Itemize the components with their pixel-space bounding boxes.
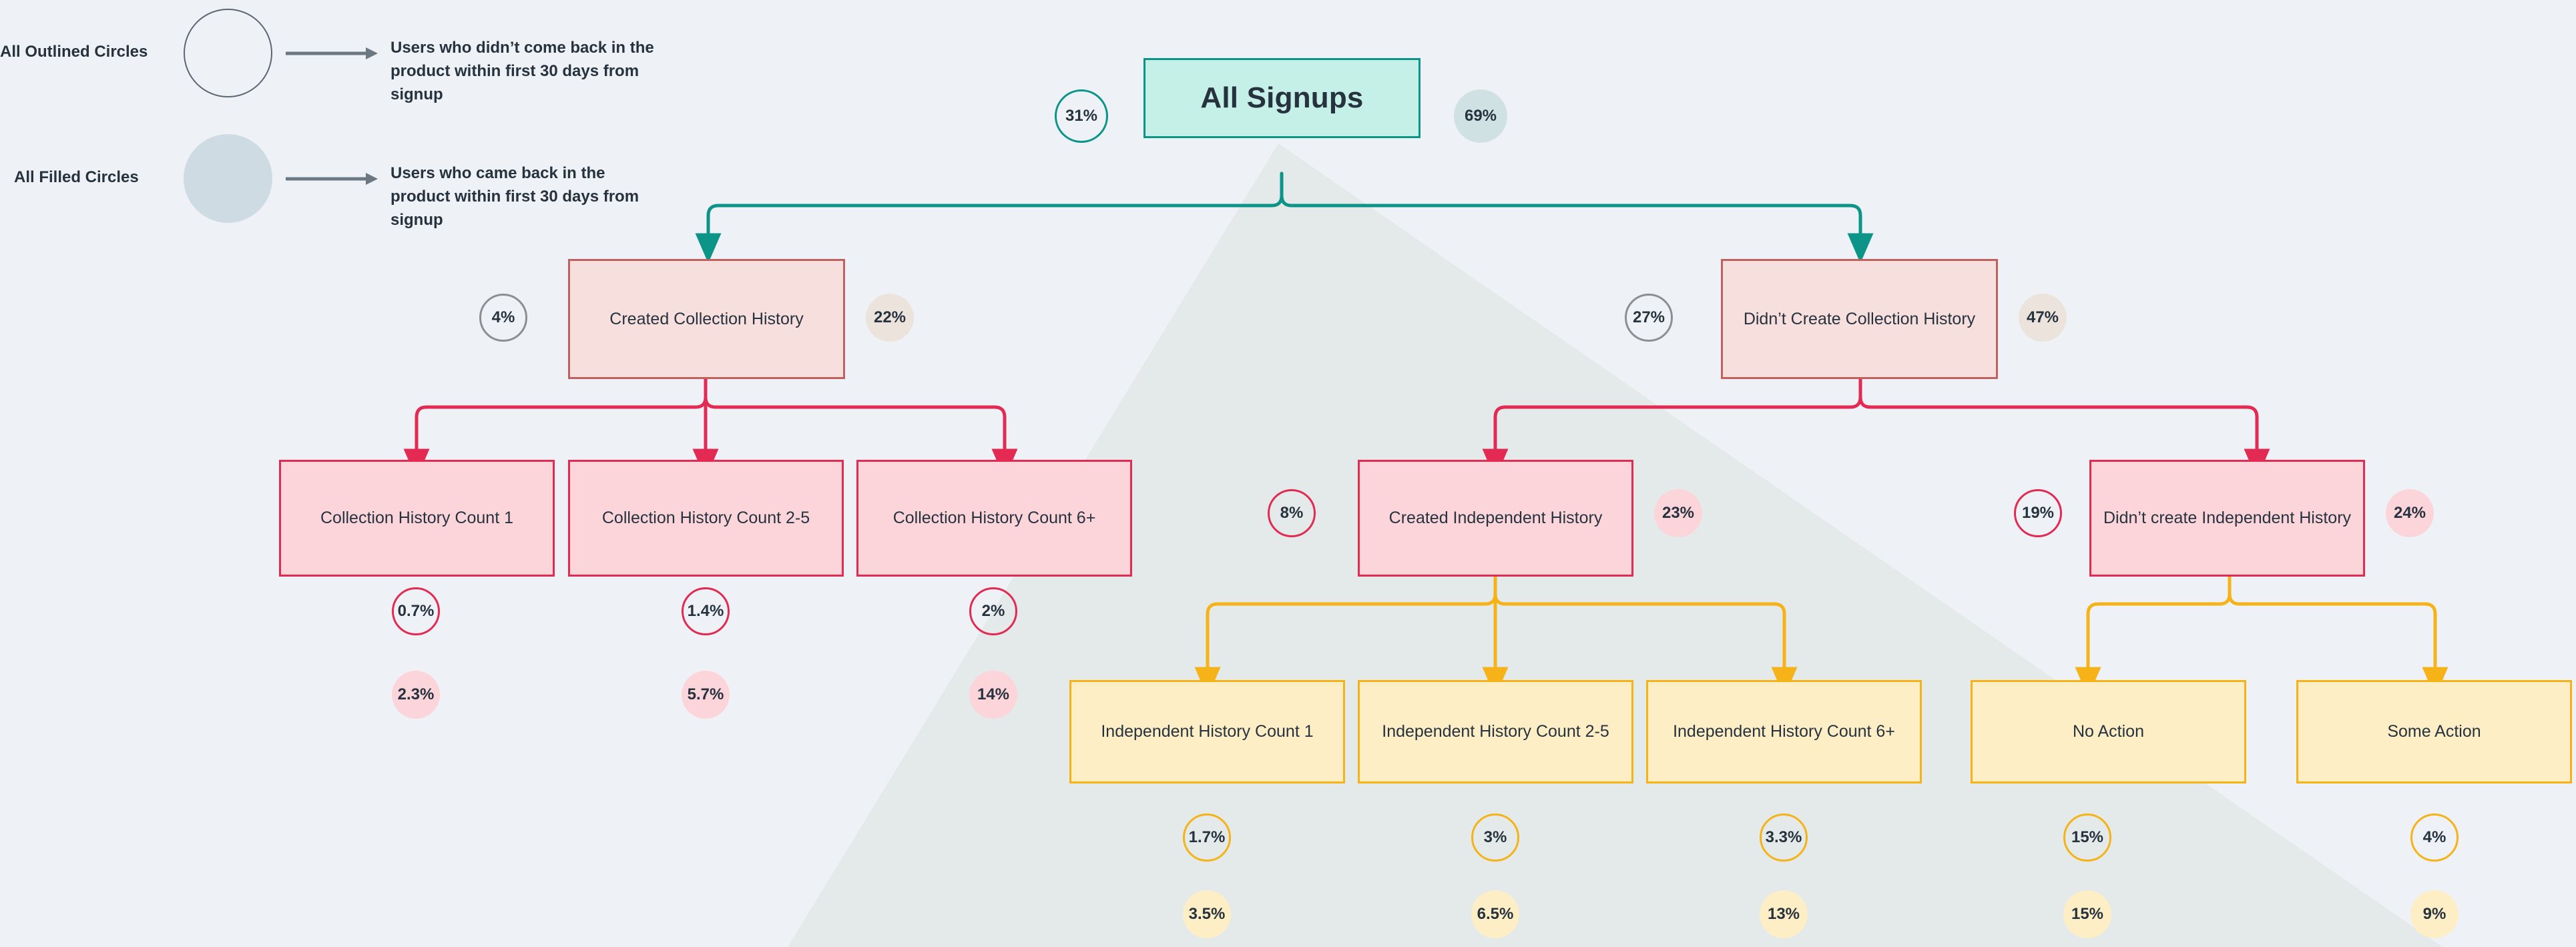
edge-cih-to-ih-count-1 xyxy=(1194,573,1497,697)
pct-independent-history-count-2-5-filled: 6.5% xyxy=(1471,890,1519,938)
edge-cih-to-ih-count-6-plus xyxy=(1493,573,1798,697)
legend-label-filled-circles: All Filled Circles xyxy=(14,168,139,186)
legend-description-outlined: Users who didn’t come back in the produc… xyxy=(391,39,654,103)
pct-collection-history-count-1-filled: 2.3% xyxy=(392,671,440,719)
pct-didnt-create-collection-history-outlined: 27% xyxy=(1625,294,1673,342)
pct-collection-history-count-1-outlined: 0.7% xyxy=(392,587,440,635)
node-didnt-create-collection-history[interactable]: Didn’t Create Collection History xyxy=(1721,259,1998,379)
pct-all-signups-filled: 69% xyxy=(1454,89,1507,143)
legend-outlined-circle-swatch xyxy=(184,9,272,97)
node-collection-history-count-6-plus[interactable]: Collection History Count 6+ xyxy=(856,460,1132,577)
pct-independent-history-count-6-plus-filled: 13% xyxy=(1760,890,1808,938)
pct-independent-history-count-1-filled: 3.5% xyxy=(1183,890,1231,938)
pct-all-signups-outlined: 31% xyxy=(1055,89,1108,143)
edge-root-to-didnt-create-collection xyxy=(1280,172,1874,264)
node-all-signups[interactable]: All Signups xyxy=(1143,58,1421,138)
node-created-collection-history[interactable]: Created Collection History xyxy=(568,259,845,379)
pct-no-action-filled: 15% xyxy=(2063,890,2111,938)
legend-label-outlined-circles: All Outlined Circles xyxy=(0,43,148,61)
legend-description-filled: Users who came back in the product withi… xyxy=(391,164,639,229)
pct-some-action-filled: 9% xyxy=(2410,890,2459,938)
edge-cch-to-count-6-plus xyxy=(704,375,1018,479)
pct-didnt-create-independent-history-outlined: 19% xyxy=(2014,489,2062,537)
pct-independent-history-count-1-outlined: 1.7% xyxy=(1183,814,1231,862)
pct-collection-history-count-6-plus-outlined: 2% xyxy=(969,587,1017,635)
pct-collection-history-count-2-5-outlined: 1.4% xyxy=(682,587,730,635)
pct-created-collection-history-filled: 22% xyxy=(866,294,914,342)
legend-filled-circle-swatch xyxy=(184,134,272,223)
node-didnt-create-independent-history[interactable]: Didn’t create Independent History xyxy=(2089,460,2365,577)
pct-didnt-create-collection-history-filled: 47% xyxy=(2019,294,2067,342)
node-independent-history-count-6-plus[interactable]: Independent History Count 6+ xyxy=(1646,680,1922,783)
pct-collection-history-count-2-5-filled: 5.7% xyxy=(682,671,730,719)
node-independent-history-count-1[interactable]: Independent History Count 1 xyxy=(1069,680,1345,783)
pct-collection-history-count-6-plus-filled: 14% xyxy=(969,671,1017,719)
pct-created-collection-history-outlined: 4% xyxy=(479,294,527,342)
pct-no-action-outlined: 15% xyxy=(2063,814,2111,862)
node-some-action[interactable]: Some Action xyxy=(2296,680,2572,783)
edge-root-to-created-collection xyxy=(695,172,1284,264)
pct-didnt-create-independent-history-filled: 24% xyxy=(2386,489,2434,537)
pct-created-independent-history-outlined: 8% xyxy=(1268,489,1316,537)
edge-cch-to-count-1 xyxy=(403,375,708,479)
pct-independent-history-count-2-5-outlined: 3% xyxy=(1471,814,1519,862)
node-independent-history-count-2-5[interactable]: Independent History Count 2-5 xyxy=(1358,680,1633,783)
node-collection-history-count-1[interactable]: Collection History Count 1 xyxy=(279,460,555,577)
edge-dcih-to-some-action xyxy=(2228,573,2449,697)
edge-dcch-to-created-independent xyxy=(1482,375,1862,479)
edge-dcih-to-no-action xyxy=(2075,573,2232,697)
edge-dcch-to-didnt-create-independent xyxy=(1858,375,2270,479)
node-no-action[interactable]: No Action xyxy=(1971,680,2246,783)
pct-created-independent-history-filled: 23% xyxy=(1654,489,1702,537)
pct-independent-history-count-6-plus-outlined: 3.3% xyxy=(1760,814,1808,862)
node-created-independent-history[interactable]: Created Independent History xyxy=(1358,460,1633,577)
node-collection-history-count-2-5[interactable]: Collection History Count 2-5 xyxy=(568,460,844,577)
pct-some-action-outlined: 4% xyxy=(2410,814,2459,862)
